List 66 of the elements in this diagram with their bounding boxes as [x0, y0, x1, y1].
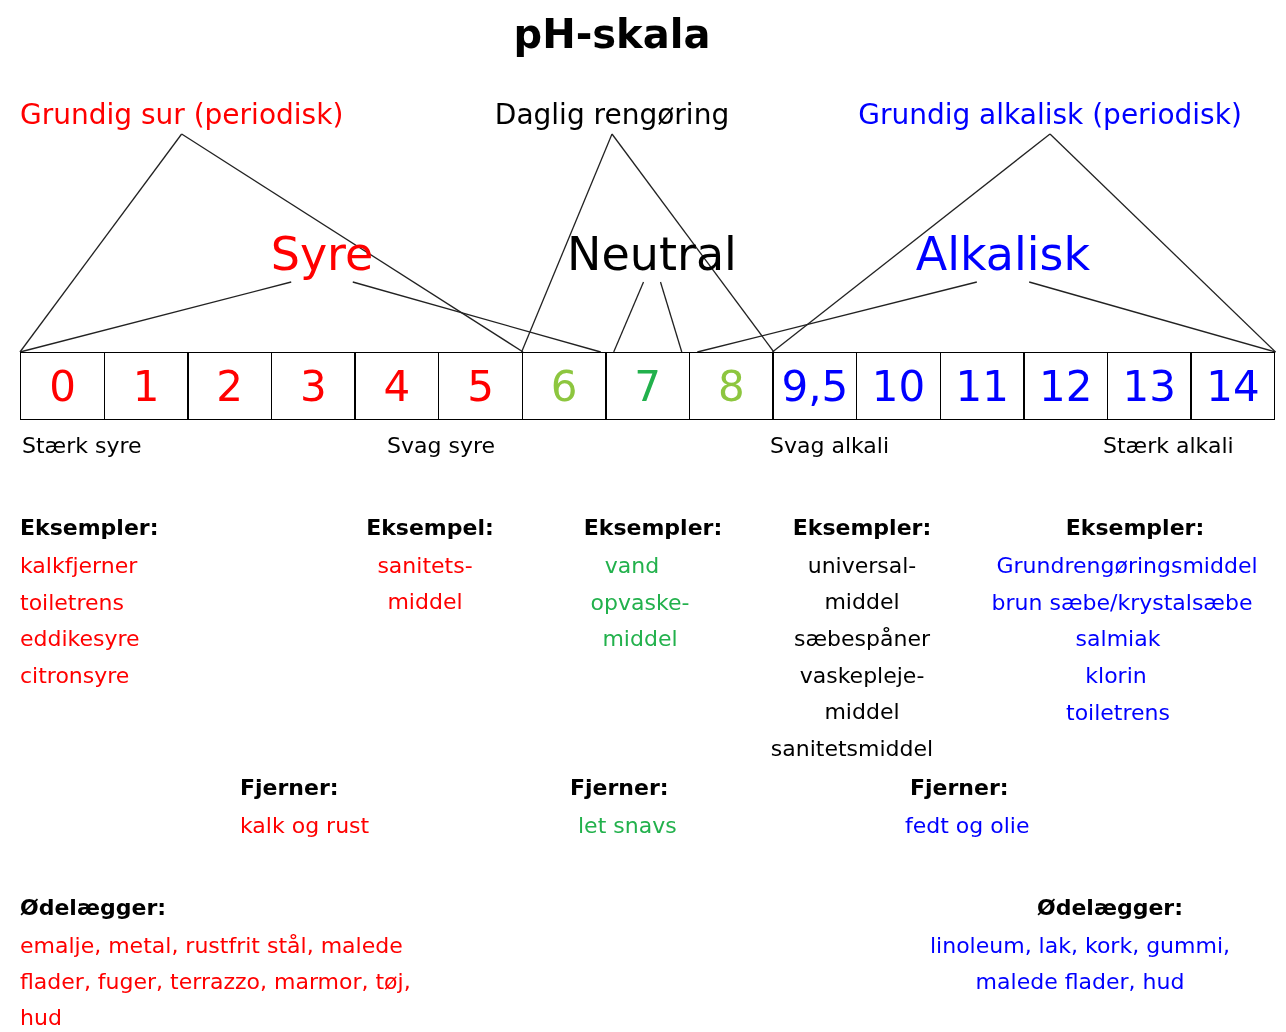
scale-cell: 5: [438, 352, 524, 420]
section-heading: Fjerner:: [570, 774, 669, 802]
damages-text: emalje, metal, rustfrit stål, malede flader, fuger, terrazzo, marmor, tøj, hud: [20, 932, 412, 1032]
example-item: vand: [604, 552, 660, 580]
section-heading: Fjerner:: [240, 774, 339, 802]
connector-line: [520, 133, 613, 353]
category-label: Alkalisk: [915, 226, 1091, 282]
section-heading: Eksempler:: [583, 514, 723, 542]
scale-cell: 11: [939, 352, 1025, 420]
scale-cell: 14: [1190, 352, 1276, 420]
scale-cell: 0: [20, 352, 106, 420]
example-item: sanitetsmiddel: [770, 735, 934, 763]
scale-note: Svag alkali: [770, 432, 890, 460]
removes-text: fedt og olie: [905, 812, 1030, 840]
section-heading: Fjerner:: [910, 774, 1009, 802]
title: pH-skala: [513, 10, 711, 59]
heading: Daglig rengøring: [494, 96, 730, 134]
example-item: toiletrens: [20, 589, 124, 617]
scale-cell: 12: [1023, 352, 1109, 420]
scale-cell: 3: [270, 352, 356, 420]
scale-cell: 4: [354, 352, 440, 420]
scale-note: Stærk syre: [22, 432, 142, 460]
heading: Grundig sur (periodisk): [20, 96, 344, 134]
category-label: Syre: [270, 226, 374, 282]
section-heading: Eksempel:: [366, 514, 494, 542]
scale-note: Svag syre: [387, 432, 495, 460]
connector-line: [181, 133, 524, 353]
scale-cell: 7: [605, 352, 691, 420]
example-item: citronsyre: [20, 662, 130, 690]
section-heading: Ødelægger:: [1037, 894, 1183, 922]
connector-line: [696, 281, 978, 353]
scale-cell: 1: [103, 352, 189, 420]
example-item: sæbespåner: [794, 625, 930, 653]
example-item: sanitets- middel: [376, 552, 474, 616]
example-item: salmiak: [1075, 625, 1161, 653]
scale-cell: 2: [187, 352, 273, 420]
connector-line: [1028, 281, 1277, 353]
removes-text: kalk og rust: [240, 812, 370, 840]
scale-cell: 6: [521, 352, 607, 420]
connector-line: [19, 133, 183, 353]
section-heading: Eksempler:: [20, 514, 159, 542]
example-item: eddikesyre: [20, 625, 140, 653]
example-item: brun sæbe/krystalsæbe: [991, 589, 1253, 617]
scale-cell: 9,5: [772, 352, 858, 420]
connector-line: [613, 281, 645, 353]
connector-line: [1049, 133, 1277, 353]
heading: Grundig alkalisk (periodisk): [858, 96, 1242, 134]
example-item: klorin: [1085, 662, 1147, 690]
example-item: kalkfjerner: [20, 552, 138, 580]
connector-line: [19, 281, 292, 353]
scale-note: Stærk alkali: [1103, 432, 1234, 460]
example-item: vaskepleje- middel: [798, 662, 926, 726]
connector-line: [659, 281, 683, 353]
scale-cell: 8: [688, 352, 774, 420]
section-heading: Eksempler:: [792, 514, 932, 542]
example-item: toiletrens: [1066, 699, 1170, 727]
removes-text: let snavs: [578, 812, 677, 840]
connector-line: [771, 133, 1051, 353]
example-item: Grundrengøringsmiddel: [996, 552, 1258, 580]
scale-cell: 10: [856, 352, 942, 420]
section-heading: Ødelægger:: [20, 894, 167, 922]
damages-text: linoleum, lak, kork, gummi, malede flader, hud: [929, 932, 1231, 996]
section-heading: Eksempler:: [1065, 514, 1205, 542]
example-item: opvaske- middel: [589, 589, 691, 653]
scale-cell: 13: [1106, 352, 1192, 420]
connector-line: [352, 281, 602, 353]
